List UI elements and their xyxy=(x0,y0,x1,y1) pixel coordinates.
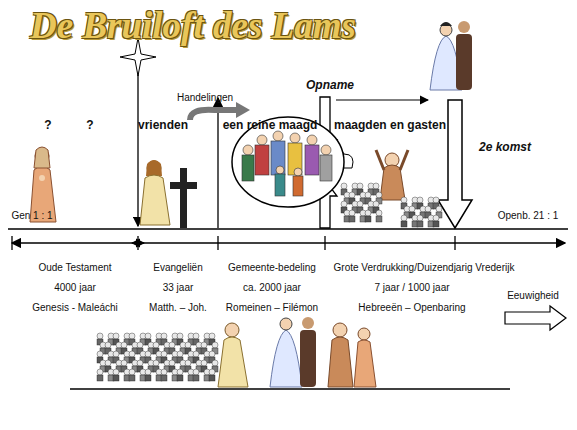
label: Opname xyxy=(306,78,354,92)
label: Genesis - Maleáchi xyxy=(32,302,118,314)
label: 4000 jaar xyxy=(54,282,96,294)
label: 7 jaar / 1000 jaar xyxy=(374,282,449,294)
label: 2e komst xyxy=(479,140,531,154)
label: Matth. – Joh. xyxy=(149,302,207,314)
label: Hebreeën – Openbaring xyxy=(358,302,465,314)
label: Gen 1 : 1 xyxy=(11,210,52,222)
label: Romeinen – Filémon xyxy=(226,302,318,314)
label: ? xyxy=(44,118,51,132)
label: Oude Testament xyxy=(38,262,111,274)
label: 33 jaar xyxy=(163,282,194,294)
label: Eeuwigheid xyxy=(507,290,559,302)
label: een reine maagd xyxy=(223,118,318,132)
label: Evangeliën xyxy=(153,262,202,274)
label: Handelingen xyxy=(177,92,233,104)
diagram-title: De Bruiloft des Lams xyxy=(30,4,356,47)
label: ? xyxy=(86,118,93,132)
label: vrienden xyxy=(138,118,188,132)
label: maagden en gasten xyxy=(334,118,446,132)
label: ca. 2000 jaar xyxy=(243,282,301,294)
label: Gemeente-bedeling xyxy=(228,262,316,274)
label: Openb. 21 : 1 xyxy=(498,210,559,222)
label: Grote Verdrukking/Duizendjarig Vrederijk xyxy=(334,262,515,274)
